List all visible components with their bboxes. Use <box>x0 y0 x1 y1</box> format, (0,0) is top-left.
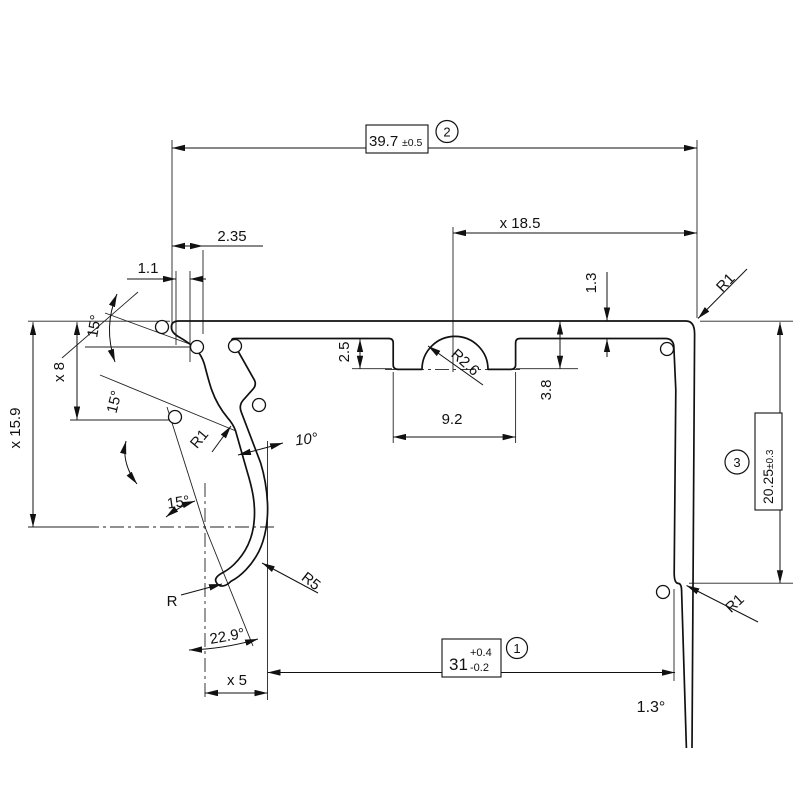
datum-circle-5 <box>251 397 267 413</box>
arc-15deg-low <box>165 500 196 518</box>
construction-15deg-low <box>166 406 206 528</box>
radius-r1-left-label: R1 <box>187 426 212 452</box>
angle-22-9-label: 22.9° <box>208 625 246 648</box>
dim-x5-label: x 5 <box>227 672 247 689</box>
balloons <box>435 119 750 660</box>
dim-31-tol-minus: -0.2 <box>470 662 489 674</box>
leader-r1-left <box>211 425 232 453</box>
arc-15deg-mid <box>120 440 138 485</box>
angle-15-low-label: 15° <box>166 493 191 513</box>
balloon-2-label: 2 <box>443 125 450 140</box>
profile-outline <box>170 320 696 749</box>
dimension-texts: x 18.5 2.35 1.1 1.3 15° 15° 15° x 8 x 15… <box>7 215 748 716</box>
boxed-dimensions: 39.7 ±0.5 31 +0.4 -0.2 20.25±0.3 <box>365 124 783 678</box>
balloon-2-circle <box>435 119 459 144</box>
radius-leaders <box>180 268 759 623</box>
arc-15deg-top <box>107 293 118 363</box>
arc-22-9deg <box>188 638 259 653</box>
extension-lines <box>28 140 793 700</box>
leader-r <box>180 583 223 596</box>
arc-10deg <box>237 442 284 456</box>
box-31 <box>441 638 502 678</box>
datum-circle-1 <box>154 319 170 335</box>
radius-r1-top-right-label: R1 <box>713 270 739 296</box>
radius-r-label: R <box>167 593 178 610</box>
dim-x8-label: x 8 <box>51 362 68 382</box>
angle-1-3deg-label: 1.3° <box>637 699 666 716</box>
dim-1-3-label: 1.3 <box>583 273 600 294</box>
leader-r1-bottom-right <box>686 585 759 623</box>
construction-15deg-mid <box>99 374 237 432</box>
balloon-1-circle <box>505 636 529 660</box>
datum-circle-6 <box>659 341 675 357</box>
radius-r5-label: R5 <box>298 569 324 594</box>
radius-r1-bottom-right-label: R1 <box>722 591 748 617</box>
angle-15-mid-label: 15° <box>104 389 126 415</box>
balloon-3-label: 3 <box>733 455 740 470</box>
dim-1-1-label: 1.1 <box>138 260 159 277</box>
datum-circle-2 <box>189 339 205 355</box>
dim-9-2-label: 9.2 <box>442 411 463 428</box>
leader-r2-6 <box>427 345 484 386</box>
construction-curl-tangent <box>104 312 196 347</box>
box-20-25 <box>754 412 783 511</box>
leader-r1-top-right <box>697 268 748 319</box>
dim-39-7-text: 39.7 <box>369 133 398 150</box>
box-39-7 <box>365 124 429 154</box>
datum-circle-4 <box>167 409 183 425</box>
dim-x18-5-label: x 18.5 <box>500 215 541 232</box>
balloon-3-circle <box>724 449 750 475</box>
dim-2-5-label: 2.5 <box>336 342 353 363</box>
dim-2-35-label: 2.35 <box>217 228 246 245</box>
datum-circle-3 <box>227 338 243 354</box>
dim-20-25-text: 20.25±0.3 <box>760 449 776 504</box>
dim-31-tol-plus: +0.4 <box>470 647 492 659</box>
leader-r5 <box>261 562 319 594</box>
dimension-lines <box>29 144 784 697</box>
angle-15-top-label: 15° <box>84 314 105 339</box>
datum-circle-7 <box>655 584 671 600</box>
dim-3-8-label: 3.8 <box>538 380 555 401</box>
construction-22-9deg <box>204 526 254 647</box>
angle-10-label: 10° <box>294 430 319 450</box>
dim-x15-9-label: x 15.9 <box>7 408 24 449</box>
dim-31-text: 31 <box>449 655 468 674</box>
datum-circles <box>154 319 675 600</box>
balloon-1-label: 1 <box>513 641 520 656</box>
dim-39-7-tol-text: ±0.5 <box>402 137 423 149</box>
